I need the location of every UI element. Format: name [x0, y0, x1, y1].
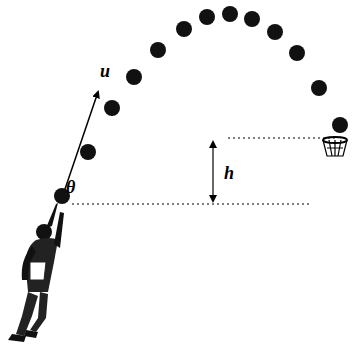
symbol-label: h [224, 164, 234, 182]
symbol-label: u [100, 62, 110, 80]
velocity-arrow [64, 92, 98, 192]
reference-line [72, 204, 312, 205]
height-arrow [212, 148, 213, 195]
basket [323, 137, 347, 156]
reference-line [228, 138, 336, 139]
ball-trajectory [80, 6, 348, 160]
symbol-label: θ [66, 178, 75, 196]
player-figure [8, 188, 70, 342]
arrow-head [209, 140, 217, 148]
arrow-head [209, 195, 217, 203]
